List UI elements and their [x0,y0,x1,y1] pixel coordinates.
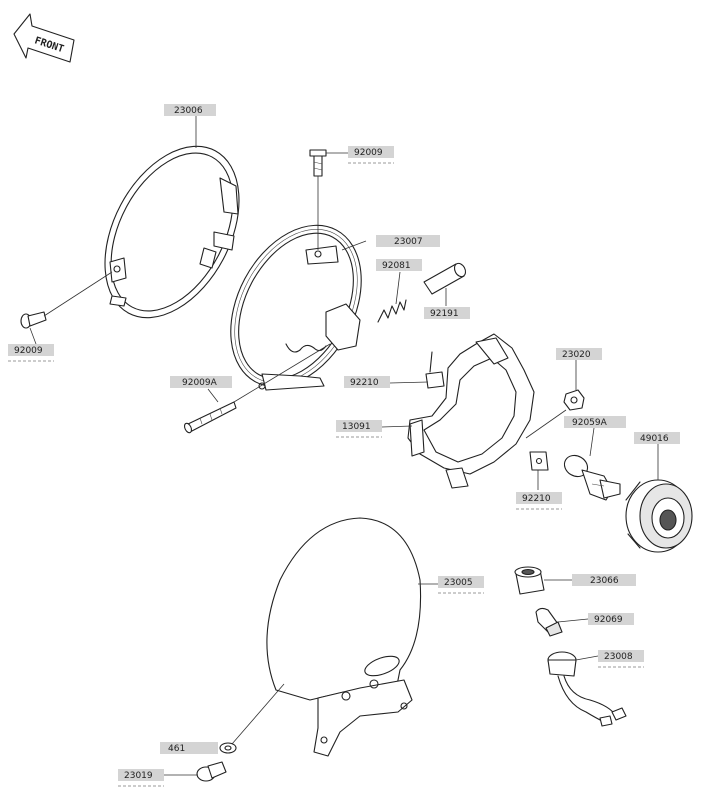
bulb-cover-49016 [625,479,693,553]
label-text: 92081 [382,261,411,271]
label-13091: 13091 [336,420,382,438]
label-92009-top: 92009 [348,146,394,164]
label-text: 461 [168,744,185,754]
label-23008: 23008 [598,650,644,668]
label-text: 92009 [354,148,383,158]
label-92009A: 92009A [170,376,232,388]
washer-461 [219,742,237,754]
headlight-rim-ring [104,145,240,319]
label-text: 92069 [594,615,623,625]
label-text: 92009A [182,378,218,388]
leader-lines [29,116,659,776]
label-text: 23020 [562,350,591,360]
screw-92009-left [20,311,47,329]
clip-92210-lower [529,451,549,471]
screw-92009-top [309,149,327,177]
label-text: 23019 [124,771,153,781]
label-text: 49016 [640,434,669,444]
label-23020: 23020 [556,348,602,360]
label-text: 23008 [604,652,633,662]
label-92191: 92191 [424,307,470,319]
label-23006: 23006 [164,104,216,116]
label-92210-upper: 92210 [344,376,390,388]
collar-92191 [423,262,467,295]
socket-23008 [547,651,627,727]
label-text: 23066 [590,576,619,586]
label-text: 92210 [350,378,379,388]
nut-23020 [563,389,585,411]
label-text: 92059A [572,418,608,428]
label-461: 461 [160,742,218,754]
label-text: 92191 [430,309,459,319]
screw-92009A [183,401,237,434]
bracket-13091 [407,333,535,489]
label-49016: 49016 [634,432,680,444]
label-text: 13091 [342,422,371,432]
bulb-92069 [535,607,563,637]
label-23005: 23005 [438,576,484,594]
headlight-shell-23005 [266,517,422,757]
label-92009-left: 92009 [8,344,54,362]
front-arrow: FRONT [13,13,75,63]
label-text: 92210 [522,494,551,504]
bolt-23019 [196,761,227,782]
grommet-23066 [514,566,545,595]
bulb-92059A [563,454,621,501]
headlight-inner-housing [230,224,362,391]
label-92069: 92069 [588,613,634,625]
label-92210-lower: 92210 [516,492,562,510]
label-92059A: 92059A [564,416,626,428]
label-text: 92009 [14,346,43,356]
label-23019: 23019 [118,769,164,787]
label-text: 23007 [394,237,423,247]
label-text: 23006 [174,106,203,116]
spring-92081 [377,299,407,323]
label-23066: 23066 [572,574,636,586]
clip-92210-upper [425,351,445,389]
label-23007: 23007 [376,235,440,247]
label-text: 23005 [444,578,473,588]
label-92081: 92081 [376,259,422,271]
